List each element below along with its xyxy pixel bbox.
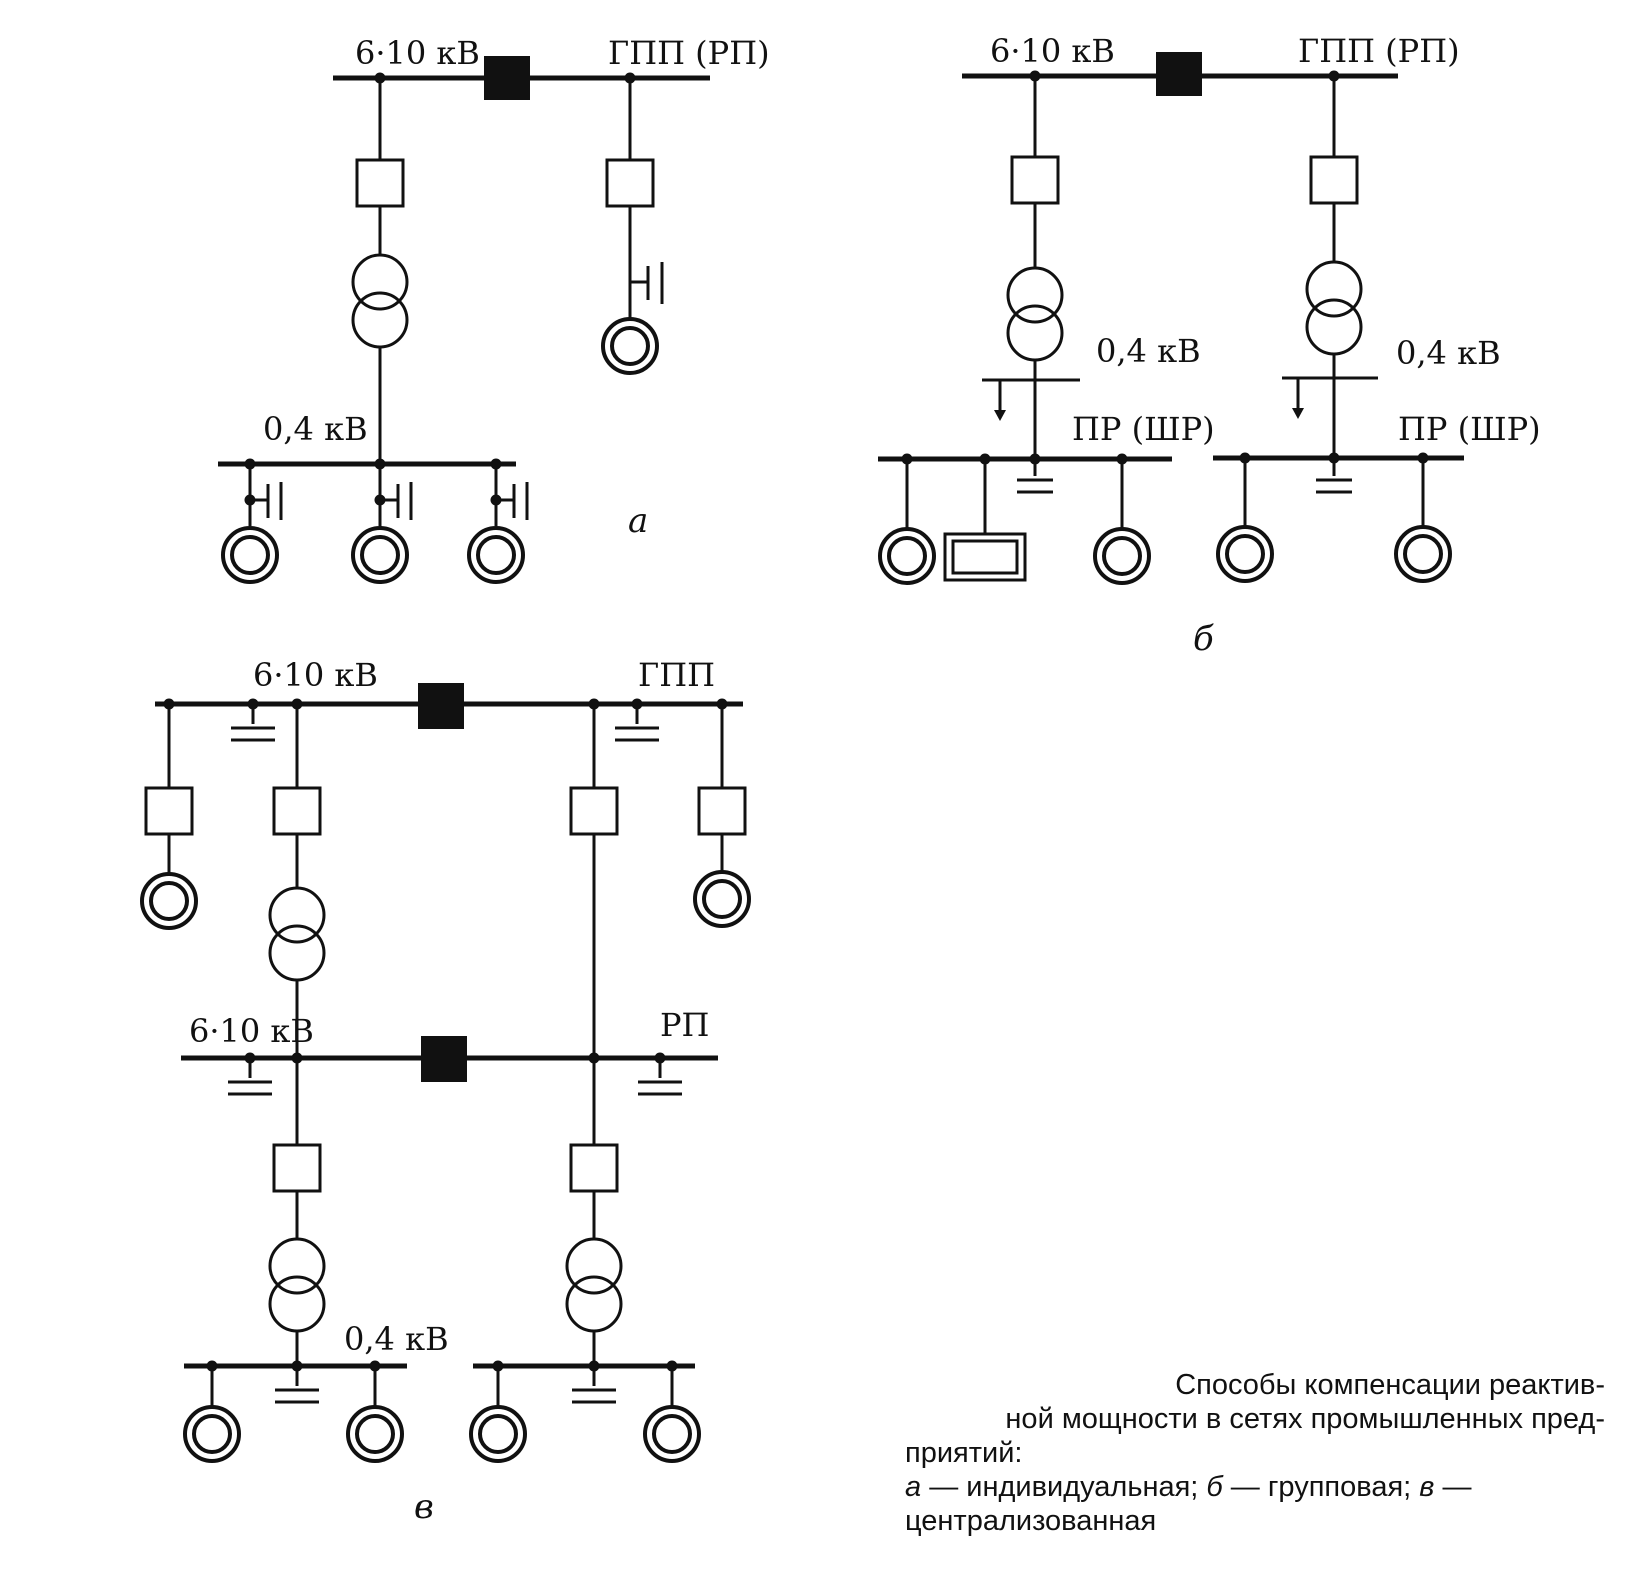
motor-icon [183,1405,241,1463]
transformer [565,1237,623,1333]
motor-icon [643,1405,701,1463]
v-rp-label: РП [660,1006,709,1044]
motor-icon [467,526,525,584]
caption-b-letter: б [1206,1471,1223,1503]
bus-section-breaker [418,683,464,729]
motor-icon [346,1405,404,1463]
motor-branch [467,464,529,584]
transformer [351,253,409,349]
a-lv-bus-label: 0,4 кВ [263,410,368,448]
v-panel-label: в [414,1487,434,1527]
motor-branch [351,464,413,584]
v-mid-bus-label: 6·10 кВ [189,1012,314,1050]
caption-line-1: Способы компенсации реактив- [1175,1369,1605,1401]
motor-icon [878,527,936,585]
bus-section-breaker [484,56,530,100]
a-panel-label: а [628,501,648,541]
caption-b-text: — групповая; [1222,1471,1420,1503]
motor-icon [1394,525,1452,583]
motor-icon [351,526,409,584]
b-pr-label-right: ПР (ШР) [1398,410,1541,448]
caption-line-3: приятий: [905,1437,1023,1469]
switch-box [144,786,194,836]
caption-line-5: централизованная [905,1505,1157,1537]
motor-icon [1093,527,1151,585]
v-gpp-label: ГПП [638,656,715,694]
b-lv-label-right: 0,4 кВ [1396,334,1501,372]
switch-box [355,158,405,208]
caption-line-4: а — индивидуальная; б — групповая; в — [905,1470,1605,1504]
diagram-b [878,52,1464,585]
transformer [1006,266,1064,362]
diagram-v [140,683,751,1463]
switch-box [569,786,619,836]
caption-a-letter: а [905,1471,922,1503]
load-box-icon [943,532,1027,582]
figure-caption: Способы компенсации реактив- ной мощност… [905,1368,1605,1538]
motor-icon [469,1405,527,1463]
v-lv-bus-label: 0,4 кВ [344,1320,449,1358]
caption-v-text: — [1434,1471,1472,1503]
caption-a-text: — индивидуальная; [921,1471,1207,1503]
switch-box [605,158,655,208]
transformer [268,1237,326,1333]
transformer [268,886,326,982]
bus-section-breaker [421,1036,467,1082]
switch-box [272,786,322,836]
motor-branch [221,464,283,584]
motor-icon [601,317,659,375]
switch-box [569,1143,619,1193]
diagram-a [218,56,710,584]
v-hv-bus-label: 6·10 кВ [253,656,378,694]
switch-box [697,786,747,836]
b-lv-label-left: 0,4 кВ [1096,332,1201,370]
b-panel-label: б [1193,619,1214,659]
a-gpp-label: ГПП (РП) [608,34,770,72]
caption-v-letter: в [1419,1471,1435,1503]
b-hv-bus-label: 6·10 кВ [990,32,1115,70]
transformer [1305,260,1363,356]
switch-box [1309,155,1359,205]
b-pr-label-left: ПР (ШР) [1072,410,1215,448]
switch-box [272,1143,322,1193]
b-gpp-label: ГПП (РП) [1298,32,1460,70]
motor-icon [221,526,279,584]
motor-icon [140,872,198,930]
bus-section-breaker [1156,52,1202,96]
a-hv-bus-label: 6·10 кВ [355,34,480,72]
motor-icon [693,870,751,928]
caption-line-2: ной мощности в сетях промышленных пред- [1005,1403,1605,1435]
switch-box [1010,155,1060,205]
motor-icon [1216,525,1274,583]
